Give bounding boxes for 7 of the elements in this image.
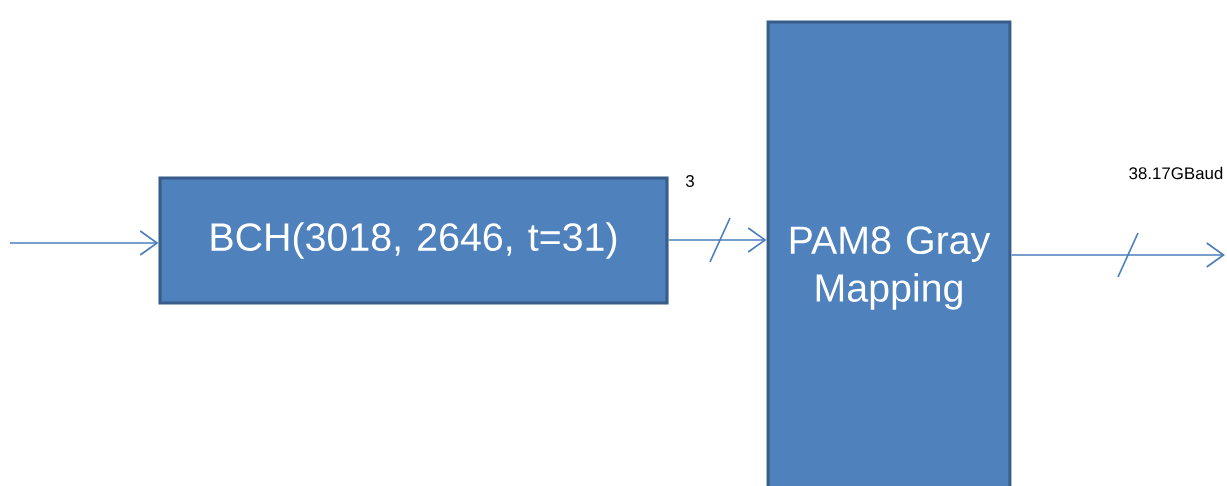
process-box: PAM8 Gray Mapping bbox=[766, 20, 1012, 486]
process-box: BCH(3018, 2646, t=31) bbox=[158, 176, 669, 305]
arrow bbox=[9, 230, 159, 256]
edge-label: 3 bbox=[685, 175, 694, 187]
arrow bbox=[1010, 242, 1225, 268]
edge-label: 38.17GBaud bbox=[1129, 166, 1223, 180]
arrow bbox=[667, 227, 767, 253]
